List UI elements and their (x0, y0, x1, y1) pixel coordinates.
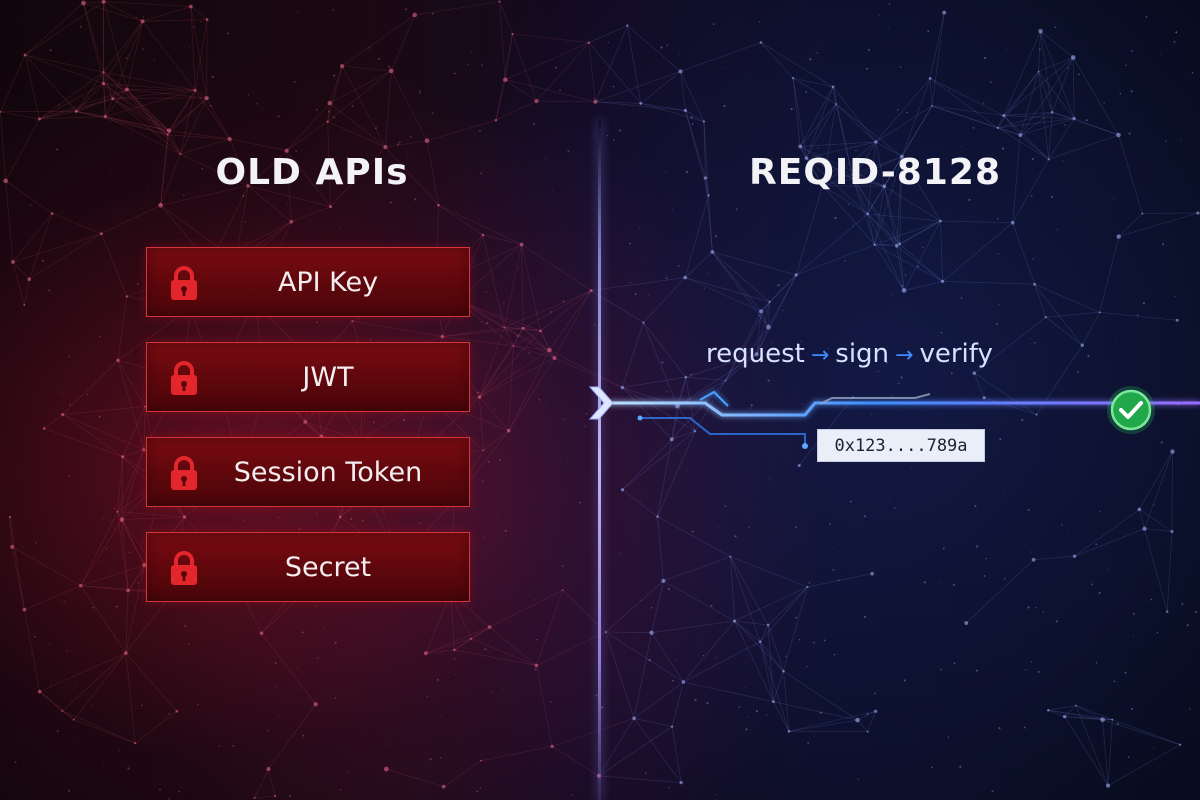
secret-box: Secret (146, 532, 470, 602)
reqid-title: REQID-8128 (749, 152, 1001, 193)
check-circle-icon (1107, 386, 1155, 434)
jwt-label: JWT (302, 362, 354, 393)
signal-upper-trace (699, 390, 729, 407)
flow-arrow-icon: → (810, 343, 830, 368)
signal-node (802, 443, 808, 449)
flow-caption: request→sign→verify (706, 334, 1086, 374)
flow-step-request: request (706, 339, 805, 369)
flow-step-verify: verify (919, 339, 993, 369)
lock-icon (171, 551, 197, 585)
secret-label: Secret (284, 552, 372, 583)
lock-icon (171, 456, 197, 490)
signal-gray-trace (819, 393, 931, 405)
session-token-label: Session Token (233, 457, 423, 488)
flow-arrow-icon: → (895, 343, 914, 368)
lock-icon (171, 361, 197, 395)
old-apis-title: OLD APIs (215, 152, 409, 193)
signal-lower-trace (640, 417, 806, 446)
jwt-box: JWT (146, 342, 470, 412)
api-key-box: API Key (146, 247, 470, 317)
flow-step-sign: sign (835, 339, 890, 369)
chevron-right-icon (588, 386, 614, 420)
lock-icon (171, 266, 197, 300)
signal-node (637, 415, 643, 421)
old-api-list: API Key JWT Session Token (146, 247, 472, 627)
api-key-label: API Key (277, 267, 379, 298)
signal-main-line (606, 401, 1200, 417)
session-token-box: Session Token (146, 437, 470, 507)
hash-chip: 0x123....789a (817, 429, 985, 462)
divider-line (598, 120, 601, 800)
